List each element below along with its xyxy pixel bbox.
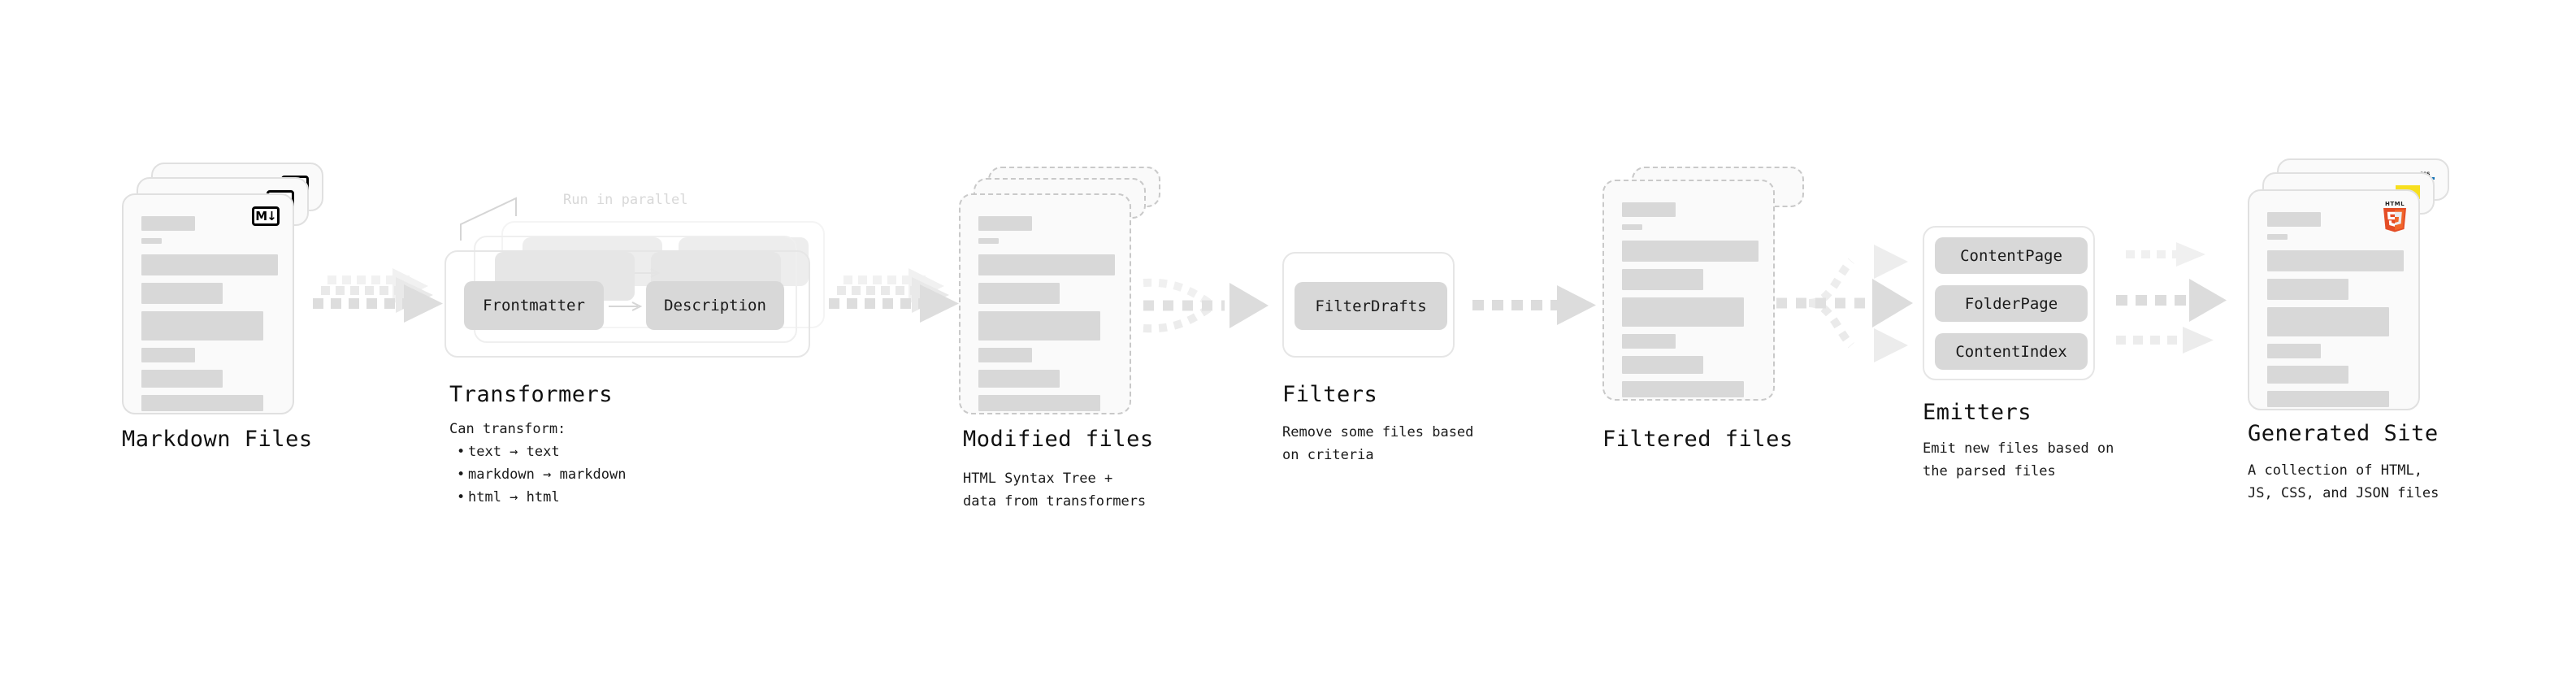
emitters-subtitle-line-2: the parsed files — [1923, 463, 2056, 479]
transformers-title: Transformers — [449, 382, 614, 407]
filters-title: Filters — [1282, 382, 1378, 407]
skeleton-line — [1622, 202, 1676, 217]
generated-site-subtitle-line-1: A collection of HTML, — [2248, 462, 2422, 479]
skeleton-line — [1622, 334, 1676, 349]
connector-filtered-to-emitters — [1776, 232, 1931, 374]
emitters-group-box: ContentPage FolderPage ContentIndex — [1923, 226, 2095, 380]
card-skeleton-lines — [978, 216, 1115, 419]
generated-site-subtitle-line-2: JS, CSS, and JSON files — [2248, 485, 2439, 501]
html5-icon: HTML — [2381, 199, 2409, 232]
skeleton-line — [1622, 356, 1703, 374]
filters-group-box: FilterDrafts — [1282, 252, 1455, 358]
transformers-bullet-item: markdown → markdown — [457, 463, 626, 486]
generated-site-title: Generated Site — [2248, 421, 2439, 446]
skeleton-line — [141, 311, 263, 340]
skeleton-line — [1622, 381, 1744, 397]
skeleton-line — [2267, 391, 2389, 407]
skeleton-line — [978, 395, 1100, 411]
markdown-files-title: Markdown Files — [122, 427, 313, 452]
card-skeleton-lines — [141, 216, 278, 419]
skeleton-line — [978, 254, 1115, 275]
filters-subtitle-line-1: Remove some files based — [1282, 424, 1474, 440]
card-skeleton-lines — [1622, 202, 1759, 405]
skeleton-line — [978, 348, 1032, 362]
modified-files-subtitle-line-2: data from transformers — [963, 493, 1147, 510]
skeleton-line — [1622, 241, 1759, 262]
skeleton-line — [2267, 344, 2321, 358]
filters-pill-filterdrafts[interactable]: FilterDrafts — [1295, 282, 1447, 330]
transformer-inner-arrow — [609, 301, 643, 311]
emitters-title: Emitters — [1923, 400, 2032, 425]
emitters-subtitle-line-1: Emit new files based on — [1923, 440, 2114, 457]
modified-card-front — [959, 193, 1131, 414]
skeleton-line — [978, 370, 1060, 388]
site-card-html: HTML — [2248, 189, 2420, 410]
run-in-parallel-label: Run in parallel — [563, 192, 688, 208]
skeleton-line — [141, 216, 195, 231]
skeleton-line — [141, 283, 223, 304]
skeleton-line — [2267, 212, 2321, 227]
emitters-pill-contentindex[interactable]: ContentIndex — [1935, 333, 2088, 370]
modified-files-subtitle-line-1: HTML Syntax Tree + — [963, 471, 1113, 487]
skeleton-line — [2267, 279, 2348, 300]
markdown-card-front: M↓ — [122, 193, 294, 414]
transformer-group-front: Frontmatter Description — [445, 250, 810, 358]
svg-text:HTML: HTML — [2385, 201, 2405, 207]
skeleton-line — [978, 238, 999, 244]
transformers-bullet-list: text → text markdown → markdown html → h… — [457, 440, 626, 509]
transformer-pill-description[interactable]: Description — [646, 281, 784, 330]
skeleton-line — [141, 238, 162, 244]
filtered-card-front — [1602, 180, 1775, 401]
skeleton-line — [978, 283, 1060, 304]
skeleton-line — [2267, 307, 2389, 336]
skeleton-line — [1622, 297, 1744, 327]
skeleton-line — [1622, 269, 1703, 290]
emitters-pill-contentpage[interactable]: ContentPage — [1935, 237, 2088, 274]
card-skeleton-lines — [2267, 212, 2404, 414]
transformers-bullet-item: html → html — [457, 486, 626, 509]
connector-filters-to-filtered — [1472, 283, 1607, 328]
skeleton-line — [978, 216, 1032, 231]
skeleton-line — [1622, 224, 1642, 230]
filtered-files-title: Filtered files — [1602, 427, 1793, 452]
connector-transformers-to-modified — [821, 268, 967, 341]
emitters-pill-folderpage[interactable]: FolderPage — [1935, 285, 2088, 322]
skeleton-line — [2267, 234, 2288, 240]
skeleton-line — [141, 348, 195, 362]
connector-modified-to-filters — [1134, 262, 1284, 359]
markdown-icon: M↓ — [252, 206, 280, 226]
skeleton-line — [141, 370, 223, 388]
transformer-inner-arrow-back-1 — [635, 268, 661, 278]
transformers-bullet-item: text → text — [457, 440, 626, 463]
modified-files-title: Modified files — [963, 427, 1154, 452]
skeleton-line — [2267, 366, 2348, 384]
run-in-parallel-bracket — [459, 193, 549, 242]
markdown-badge-label: M↓ — [252, 206, 280, 226]
skeleton-line — [978, 311, 1100, 340]
skeleton-line — [141, 254, 278, 275]
skeleton-line — [141, 395, 263, 411]
skeleton-line — [2267, 250, 2404, 271]
connector-emitters-to-site — [2116, 229, 2258, 371]
transformers-subtitle-heading: Can transform: — [449, 421, 566, 437]
connector-md-to-transformers — [305, 268, 451, 341]
filters-subtitle-line-2: on criteria — [1282, 447, 1374, 463]
transformer-pill-frontmatter[interactable]: Frontmatter — [464, 281, 604, 330]
